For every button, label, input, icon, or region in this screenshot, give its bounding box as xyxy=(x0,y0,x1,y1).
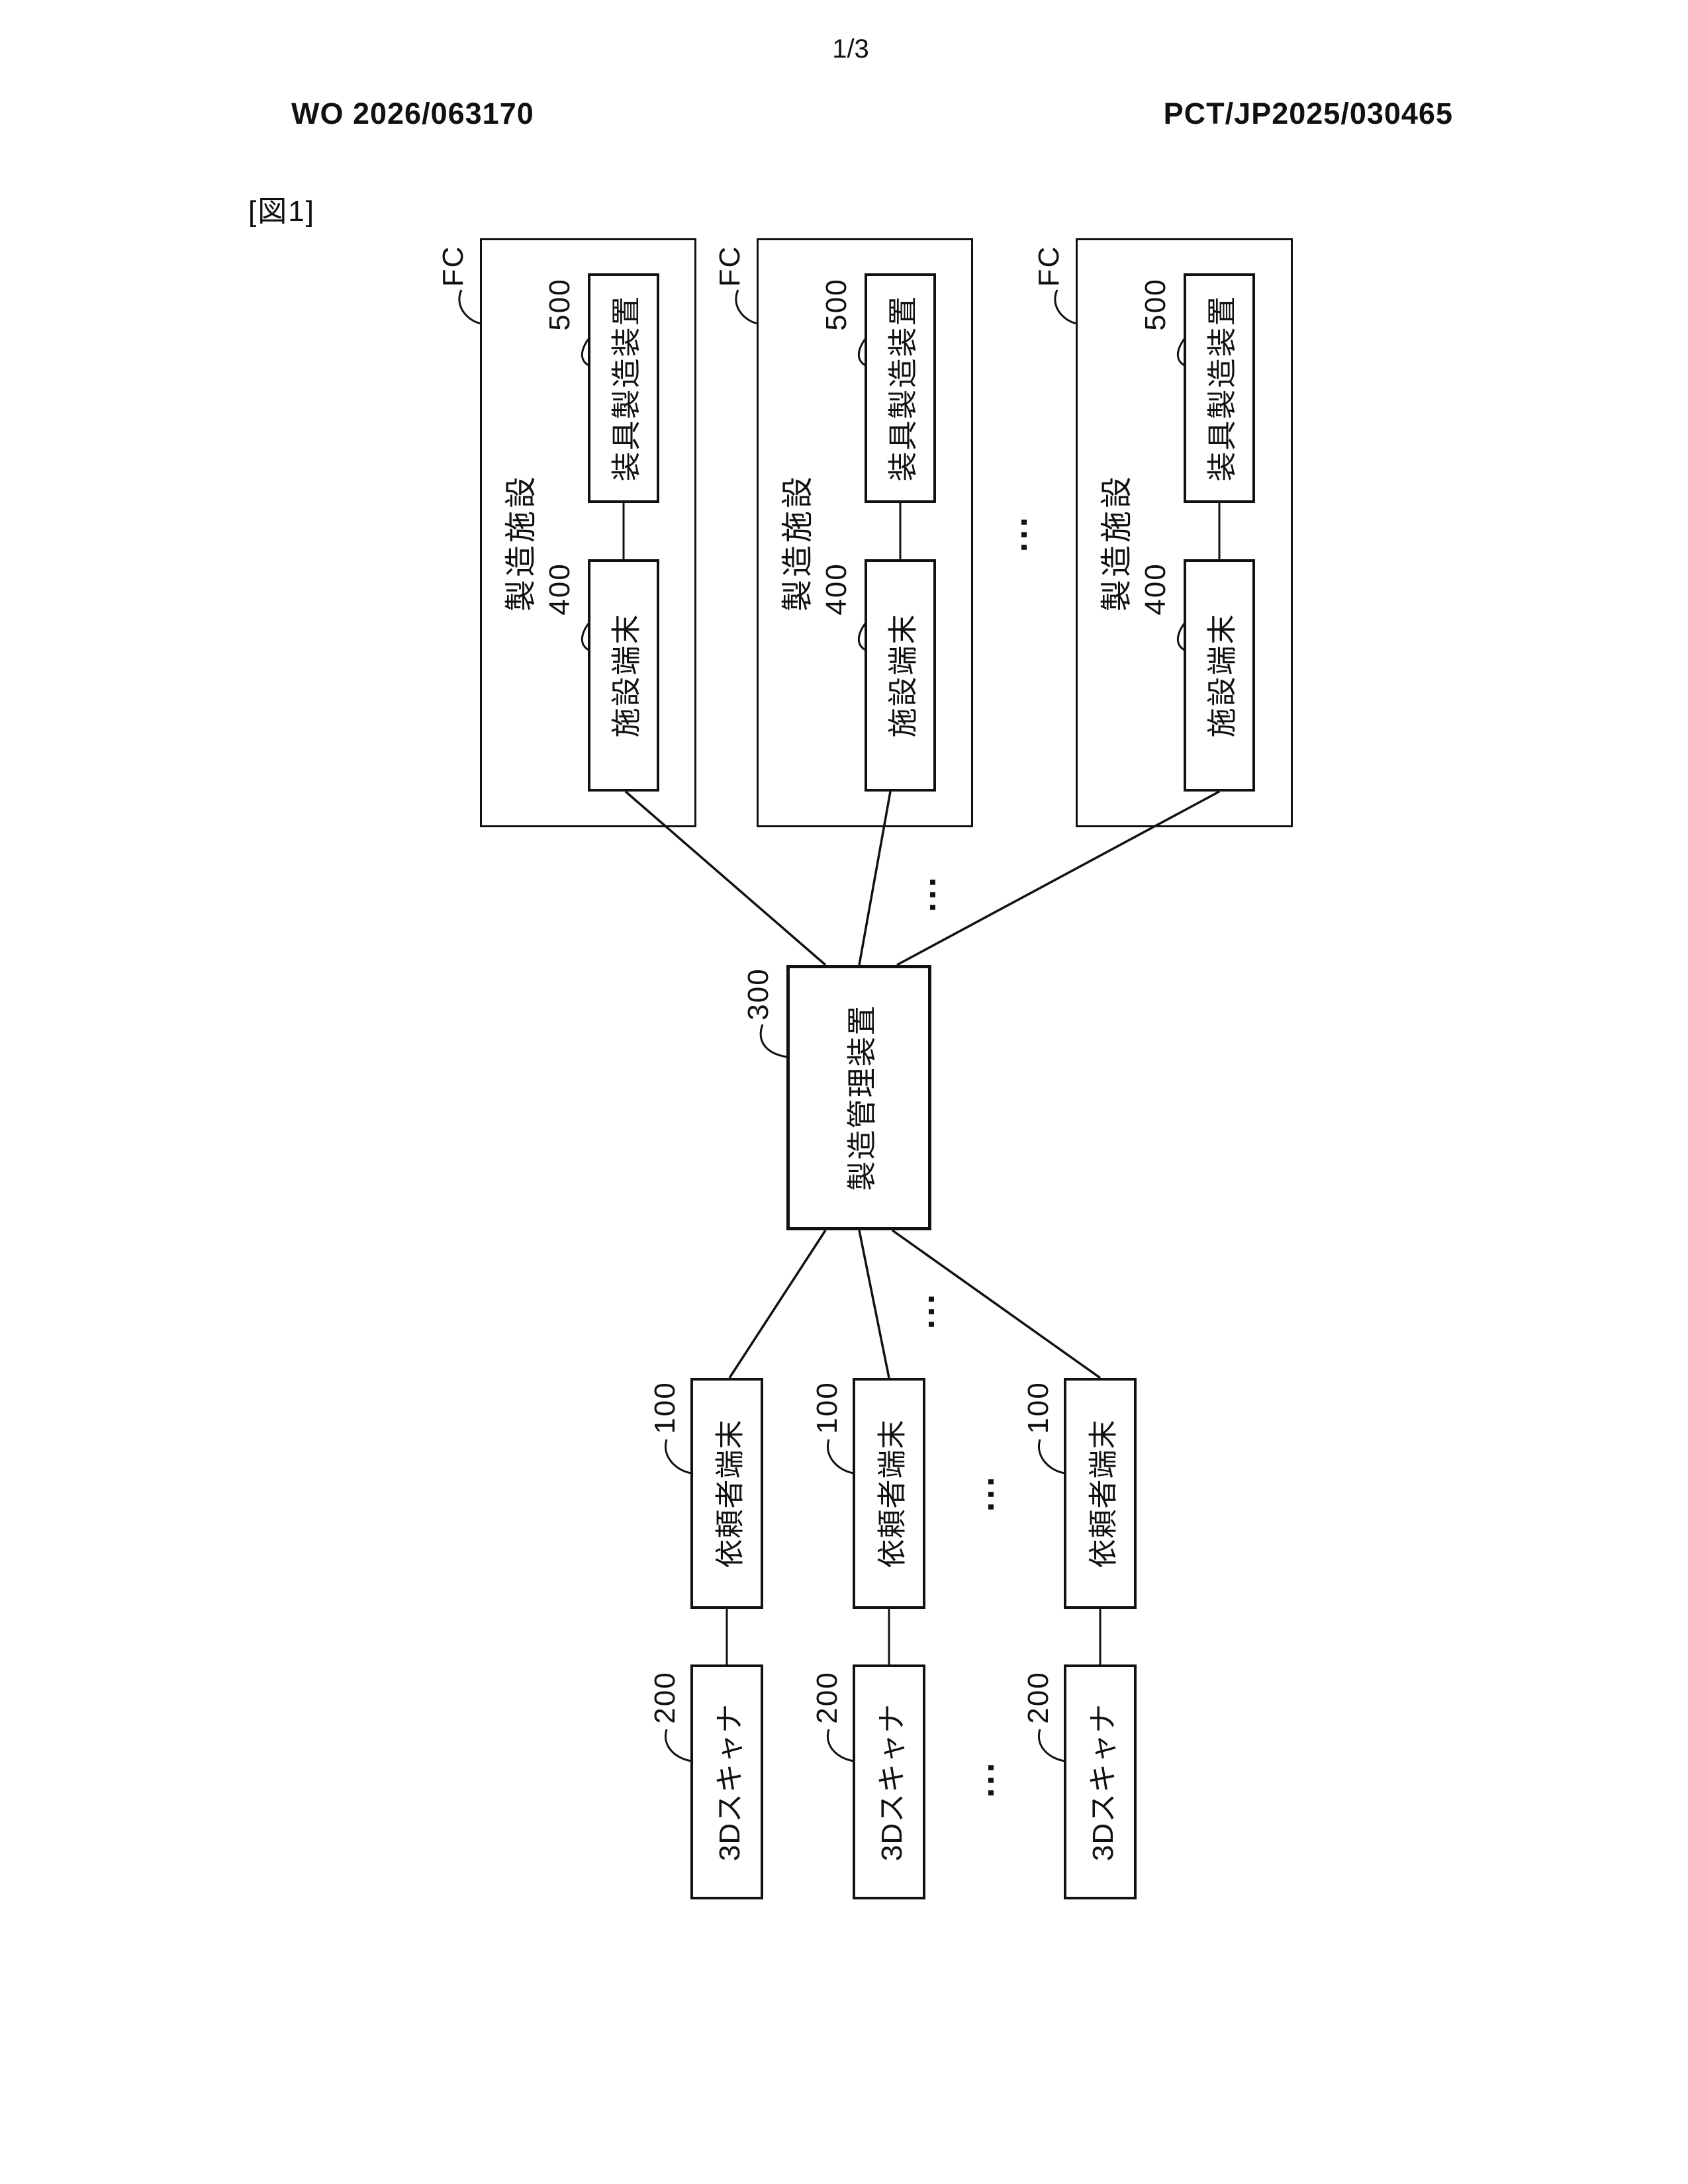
ref-500-label: 500 xyxy=(543,278,576,331)
facility-name: 製造施設 xyxy=(780,473,816,612)
facility-ref-label: FC xyxy=(714,245,746,287)
ellipsis: ··· xyxy=(912,1291,951,1330)
facility-name: 製造施設 xyxy=(1100,473,1135,612)
manufacturing-facility-box xyxy=(1076,238,1293,827)
leader-line-fc-1 xyxy=(458,289,483,325)
3d-scanner-label: 3Dスキャナ xyxy=(876,1703,908,1861)
facility-name: 製造施設 xyxy=(504,473,539,612)
sheet-number: 1/3 xyxy=(832,34,869,64)
client-terminal-label: 依頼者端末 xyxy=(876,1419,908,1568)
ref-100-label: 100 xyxy=(811,1381,843,1434)
facility-terminal-box: 施設端末 xyxy=(1184,559,1255,792)
orthosis-manufacturing-device-label: 装具製造装置 xyxy=(1205,295,1239,482)
figure-label: [図1] xyxy=(248,195,315,228)
link-management-client3 xyxy=(891,1229,1102,1379)
orthosis-manufacturing-device-box: 装具製造装置 xyxy=(865,273,936,503)
ref-400-label: 400 xyxy=(1139,563,1172,615)
application-number: PCT/JP2025/030465 xyxy=(1163,97,1453,130)
3d-scanner-label: 3Dスキャナ xyxy=(714,1703,746,1861)
link-facility3-management xyxy=(896,790,1220,966)
3d-scanner-box: 3Dスキャナ xyxy=(1064,1664,1137,1899)
3d-scanner-box: 3Dスキャナ xyxy=(853,1664,925,1899)
orthosis-manufacturing-device-label: 装具製造装置 xyxy=(886,295,920,482)
link-facility2-management xyxy=(858,791,892,966)
client-terminal-label: 依頼者端末 xyxy=(1087,1419,1119,1568)
facility-terminal-box: 施設端末 xyxy=(865,559,936,792)
manufacturing-facility-box xyxy=(480,238,696,827)
leader-line-100-2 xyxy=(827,1439,855,1475)
leader-line-200-2 xyxy=(826,1729,855,1762)
ref-200-label: 200 xyxy=(811,1671,843,1724)
ref-200-label: 200 xyxy=(649,1671,681,1724)
facility-terminal-label: 施設端末 xyxy=(886,613,920,738)
ellipsis: ··· xyxy=(1004,514,1044,553)
ref-500-label: 500 xyxy=(1139,278,1172,331)
client-terminal-label: 依頼者端末 xyxy=(714,1419,746,1568)
ellipsis: ··· xyxy=(971,1760,1011,1798)
3d-scanner-label: 3Dスキャナ xyxy=(1087,1703,1119,1861)
client-terminal-box: 依頼者端末 xyxy=(853,1378,925,1609)
facility-terminal-box: 施設端末 xyxy=(588,559,659,792)
client-terminal-box: 依頼者端末 xyxy=(690,1378,763,1609)
facility-ref-label: FC xyxy=(1033,245,1065,287)
manufacturing-management-device-label: 製造管理装置 xyxy=(845,1004,879,1191)
leader-line-fc-3 xyxy=(1054,289,1078,325)
orthosis-manufacturing-device-box: 装具製造装置 xyxy=(588,273,659,503)
3d-scanner-box: 3Dスキャナ xyxy=(690,1664,763,1899)
ref-400-label: 400 xyxy=(543,563,576,615)
client-terminal-box: 依頼者端末 xyxy=(1064,1378,1137,1609)
leader-line-100-1 xyxy=(665,1439,692,1475)
manufacturing-management-device-box: 製造管理装置 xyxy=(786,965,931,1230)
ref-300-label: 300 xyxy=(742,968,774,1021)
leader-line-fc-2 xyxy=(735,289,759,325)
orthosis-manufacturing-device-label: 装具製造装置 xyxy=(609,295,643,482)
leader-line-200-1 xyxy=(664,1729,692,1762)
link-facility1-management xyxy=(624,790,827,966)
facility-ref-label: FC xyxy=(437,245,469,287)
ref-100-label: 100 xyxy=(649,1381,681,1434)
link-management-client1 xyxy=(728,1230,827,1379)
link-management-client2 xyxy=(858,1230,890,1379)
manufacturing-facility-box xyxy=(757,238,973,827)
ref-500-label: 500 xyxy=(820,278,853,331)
ellipsis: ··· xyxy=(913,874,953,913)
ref-400-label: 400 xyxy=(820,563,853,615)
ref-200-label: 200 xyxy=(1022,1671,1055,1724)
ellipsis: ··· xyxy=(971,1474,1011,1512)
leader-line-300 xyxy=(759,1024,788,1058)
leader-line-100-3 xyxy=(1038,1439,1066,1475)
facility-terminal-label: 施設端末 xyxy=(1205,613,1239,738)
ref-100-label: 100 xyxy=(1022,1381,1055,1434)
leader-line-200-3 xyxy=(1037,1729,1066,1762)
publication-number: WO 2026/063170 xyxy=(291,97,534,130)
orthosis-manufacturing-device-box: 装具製造装置 xyxy=(1184,273,1255,503)
facility-terminal-label: 施設端末 xyxy=(609,613,643,738)
